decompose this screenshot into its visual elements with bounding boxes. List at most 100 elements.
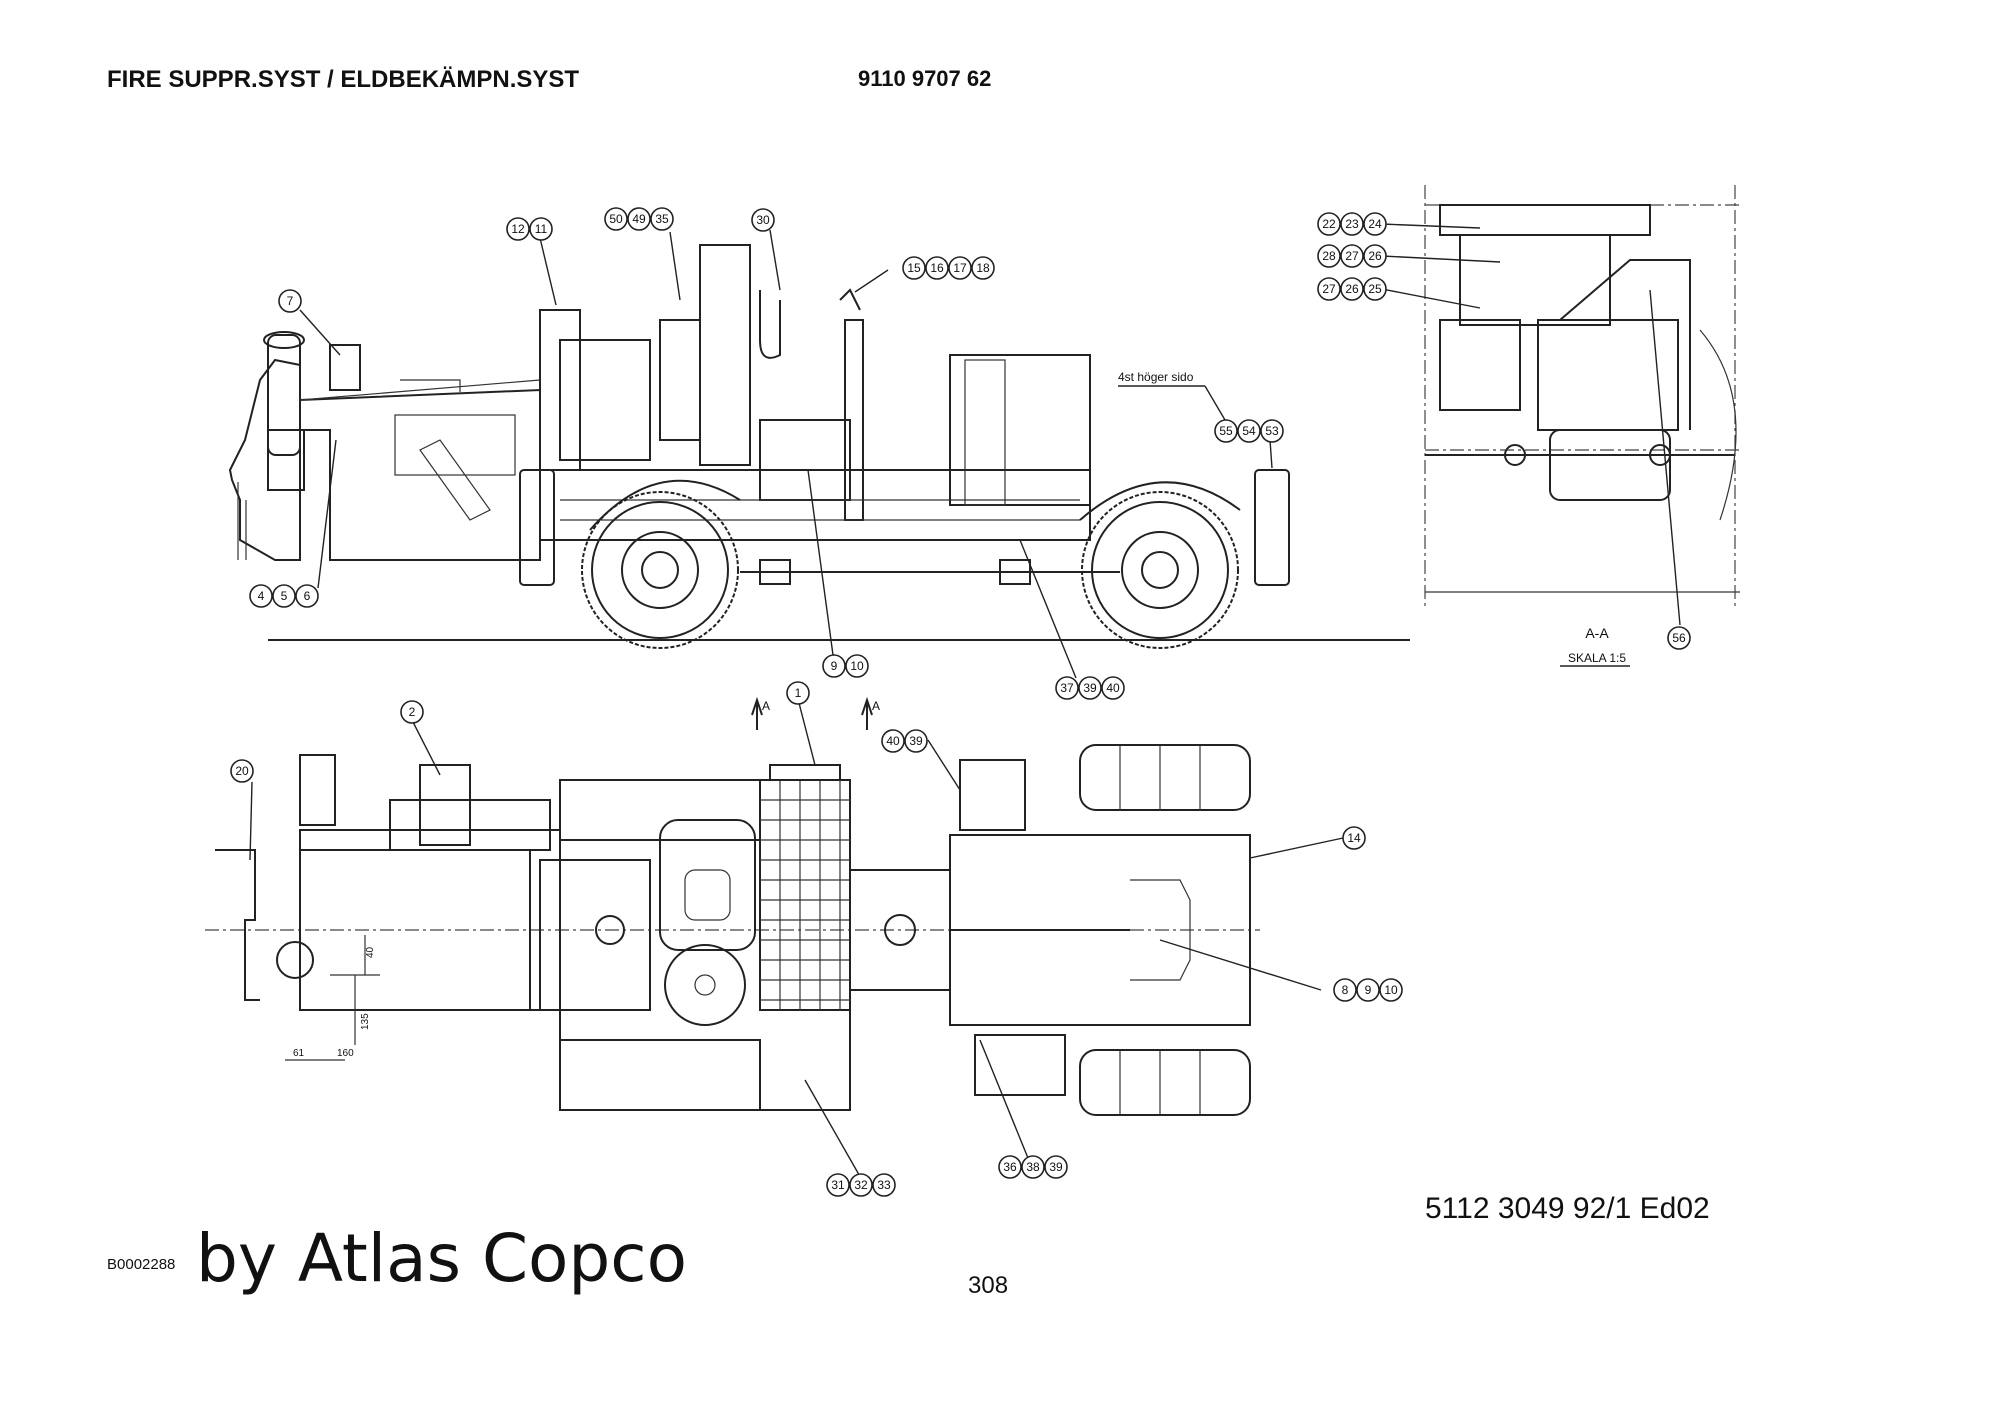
svg-text:26: 26 [1368, 249, 1382, 263]
side-note: 4st höger sido [1118, 370, 1194, 384]
callout-50-49-35: 50 49 35 [604, 207, 674, 231]
svg-text:15: 15 [907, 261, 921, 275]
svg-text:2: 2 [409, 705, 416, 719]
side-view: 4st höger sido 12 11 50 49 35 30 15 16 1… [228, 207, 1410, 700]
svg-text:20: 20 [235, 764, 249, 778]
callout-12-11: 12 11 [506, 217, 553, 241]
section-view: A-A SKALA 1:5 22 23 24 28 27 26 27 26 25… [1317, 185, 1740, 667]
section-marker-right: A [861, 696, 880, 730]
svg-text:53: 53 [1265, 424, 1279, 438]
svg-text:61: 61 [293, 1048, 305, 1059]
callout-1: 1 [786, 681, 810, 705]
svg-text:135: 135 [360, 1013, 371, 1030]
drawing-number: 5112 3049 92/1 Ed02 [1425, 1192, 1710, 1225]
callout-2: 2 [400, 700, 424, 724]
callout-27-26-25: 27 26 25 [1317, 277, 1387, 301]
tank-enclosure [949, 354, 1091, 506]
svg-text:160: 160 [337, 1048, 354, 1059]
callout-22-23-24: 22 23 24 [1317, 212, 1387, 236]
dimensions: 40 135 61 160 [285, 935, 380, 1061]
svg-text:6: 6 [304, 589, 311, 603]
callout-9-10: 9 10 [822, 654, 869, 678]
front-tire-right [1079, 1049, 1251, 1116]
svg-text:12: 12 [511, 222, 525, 236]
svg-text:38: 38 [1026, 1160, 1040, 1174]
callout-40-39: 40 39 [881, 729, 928, 753]
svg-text:23: 23 [1345, 217, 1359, 231]
svg-text:11: 11 [535, 222, 548, 236]
front-attachment [228, 358, 301, 561]
svg-text:28: 28 [1322, 249, 1336, 263]
svg-text:9: 9 [831, 659, 838, 673]
svg-text:40: 40 [886, 734, 900, 748]
page-number: 308 [968, 1272, 1009, 1299]
svg-text:39: 39 [1083, 681, 1097, 695]
svg-text:49: 49 [632, 212, 646, 226]
jack-right [1254, 469, 1290, 586]
callout-30: 30 [751, 208, 775, 232]
svg-text:1: 1 [795, 686, 802, 700]
svg-text:36: 36 [1003, 1160, 1017, 1174]
svg-text:10: 10 [1384, 983, 1398, 997]
callout-31-32-33: 31 32 33 [826, 1173, 896, 1197]
callout-20: 20 [230, 759, 254, 783]
svg-text:A: A [762, 699, 770, 713]
mast [699, 244, 751, 466]
callout-8-9-10: 8 9 10 [1333, 978, 1403, 1002]
front-tire-left [1079, 744, 1251, 811]
callout-14: 14 [1342, 826, 1366, 850]
svg-text:40: 40 [365, 946, 376, 958]
svg-text:30: 30 [756, 213, 770, 227]
svg-text:18: 18 [976, 261, 990, 275]
operator-seat [659, 819, 756, 951]
svg-text:8: 8 [1342, 983, 1349, 997]
svg-text:14: 14 [1347, 831, 1361, 845]
svg-text:37: 37 [1060, 681, 1074, 695]
svg-text:55: 55 [1219, 424, 1233, 438]
part-number: 9110 9707 62 [858, 66, 992, 91]
radiator [759, 779, 851, 1011]
svg-text:24: 24 [1368, 217, 1382, 231]
svg-text:A: A [872, 699, 880, 713]
callout-55-54-53: 55 54 53 [1214, 419, 1284, 443]
rear-wheel [1081, 491, 1239, 649]
svg-text:7: 7 [287, 294, 294, 308]
jack-left [519, 469, 555, 586]
section-scale: SKALA 1:5 [1568, 651, 1626, 665]
svg-text:32: 32 [854, 1178, 868, 1192]
svg-text:26: 26 [1345, 282, 1359, 296]
callout-28-27-26: 28 27 26 [1317, 244, 1387, 268]
callout-4-5-6: 4 5 6 [249, 584, 319, 608]
svg-text:22: 22 [1322, 217, 1336, 231]
svg-text:27: 27 [1345, 249, 1359, 263]
control-panel [539, 859, 651, 1011]
component-2 [419, 764, 471, 846]
svg-text:56: 56 [1672, 631, 1686, 645]
svg-text:33: 33 [877, 1178, 891, 1192]
svg-text:5: 5 [281, 589, 288, 603]
svg-text:27: 27 [1322, 282, 1336, 296]
svg-text:54: 54 [1242, 424, 1256, 438]
callout-56: 56 [1667, 626, 1691, 650]
front-wheel [581, 491, 739, 649]
svg-text:17: 17 [953, 261, 967, 275]
svg-text:31: 31 [831, 1178, 845, 1192]
svg-text:50: 50 [609, 212, 623, 226]
steering-wheel [664, 944, 746, 1026]
callout-37-39-40: 37 39 40 [1055, 676, 1125, 700]
svg-text:25: 25 [1368, 282, 1382, 296]
svg-text:39: 39 [909, 734, 923, 748]
image-reference: B0002288 [107, 1256, 176, 1273]
callout-15-16-17-18: 15 16 17 18 [902, 256, 995, 280]
section-marker-left: A [751, 696, 770, 730]
svg-text:40: 40 [1106, 681, 1120, 695]
top-view: A A [205, 681, 1403, 1197]
main-frame [539, 469, 1091, 541]
publisher-byline: by Atlas Copco [196, 1220, 687, 1297]
svg-text:16: 16 [930, 261, 944, 275]
svg-text:10: 10 [850, 659, 864, 673]
callout-7: 7 [278, 289, 302, 313]
svg-text:35: 35 [655, 212, 669, 226]
svg-text:39: 39 [1049, 1160, 1063, 1174]
